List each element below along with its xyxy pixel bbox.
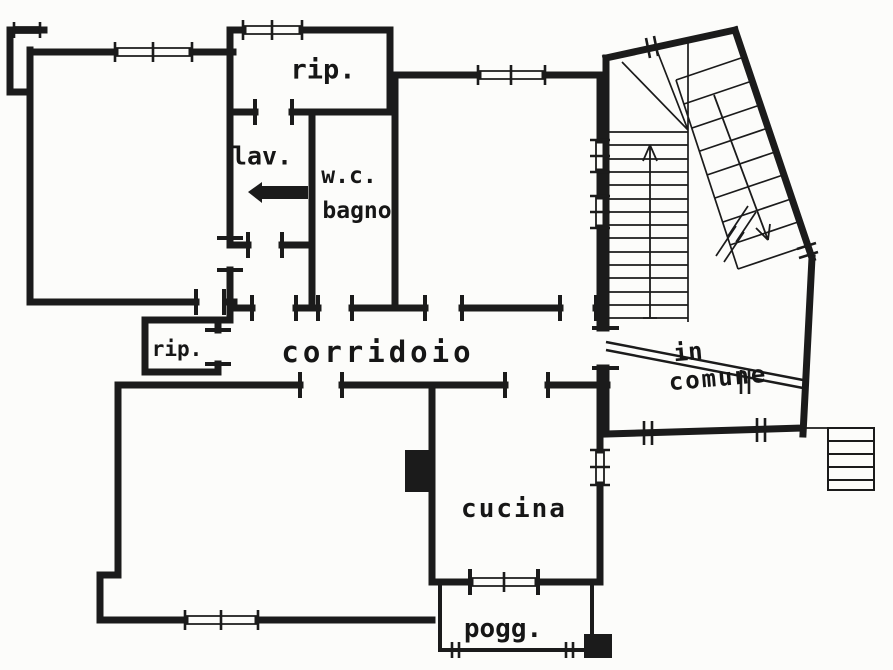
balcony-corner-pier (584, 634, 612, 658)
external-steps (827, 427, 875, 491)
door-jamb-ticks (194, 99, 619, 595)
landing-walls (605, 340, 804, 390)
stair-break-line (715, 205, 757, 263)
room-label-wc: w.c. (321, 163, 377, 189)
window-ticks (12, 20, 819, 658)
room-label-corridoio: corridoio (281, 335, 475, 369)
room-label-rip-top: rip. (290, 54, 356, 86)
solid-wall-fills (248, 182, 612, 658)
room-label-cucina: cucina (461, 494, 567, 524)
walls-thick (6, 25, 817, 624)
bath-door-mark (262, 186, 308, 199)
room-label-pogg: pogg. (463, 614, 543, 644)
room-label-in-comune-line1: in (672, 336, 704, 368)
room-label-bagno: bagno (322, 198, 392, 224)
bath-door-arrow (248, 182, 262, 203)
stair-treads (608, 42, 828, 429)
stair-direction-arrows (642, 94, 771, 319)
room-label-lav: lav. (231, 141, 293, 171)
room-label-rip-small: rip. (151, 337, 203, 361)
kitchen-flue-pier (405, 450, 432, 492)
